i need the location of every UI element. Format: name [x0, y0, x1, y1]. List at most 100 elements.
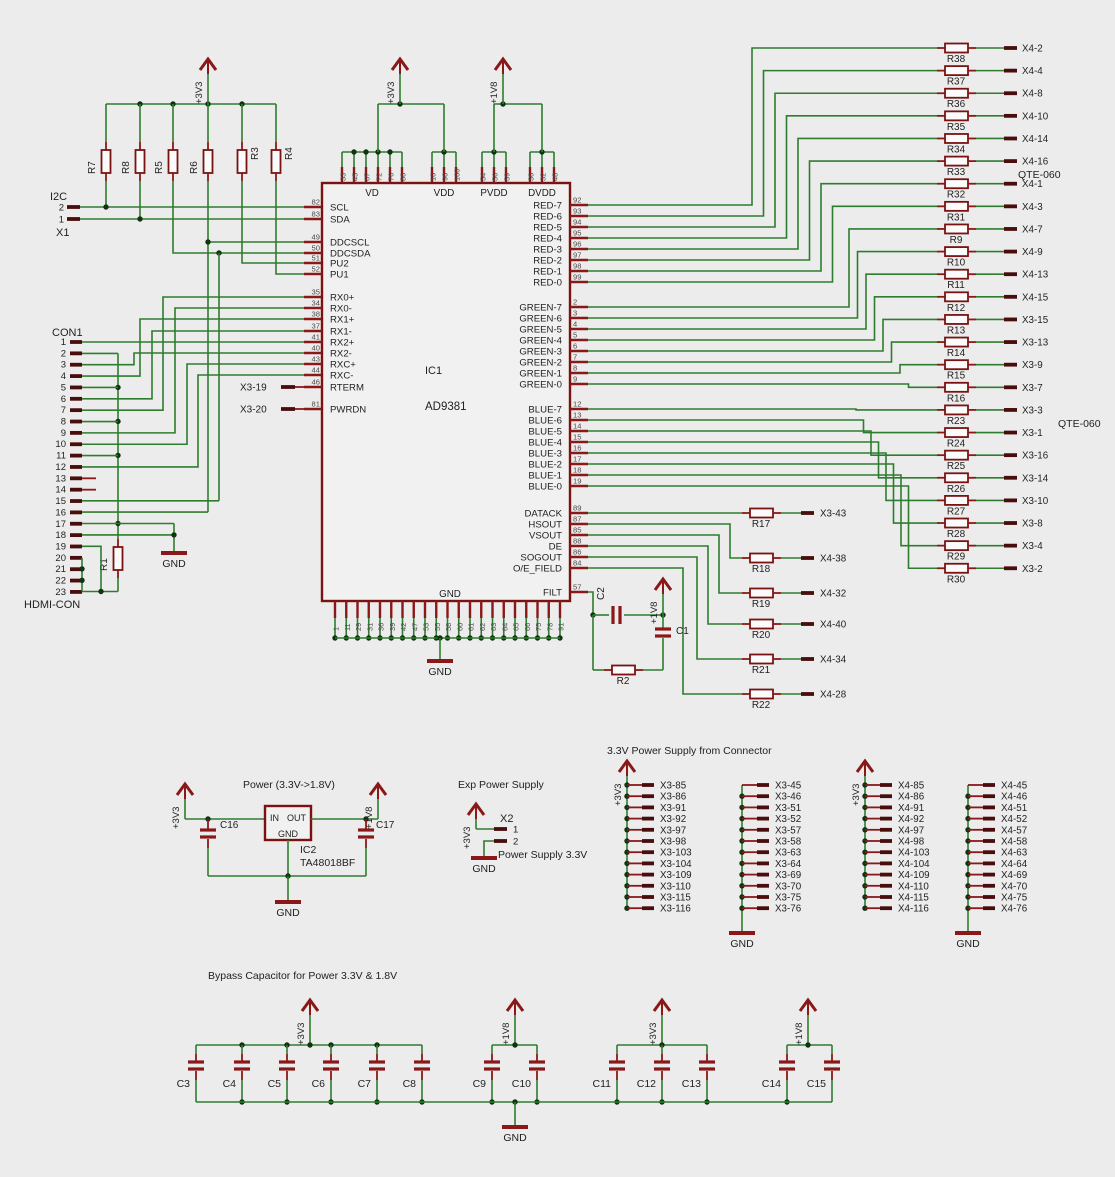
capacitor-ref: C12: [637, 1078, 656, 1090]
ic-pin-name: PWRDN: [330, 405, 366, 416]
power-arrow-icon: [855, 758, 875, 773]
ic-pin-name: SOGOUT: [520, 553, 562, 564]
power-arrow-icon: [505, 997, 525, 1012]
ic-pin-number: 38: [312, 310, 320, 319]
x1-label: X1: [56, 227, 69, 239]
net-target-label: X3-1: [1022, 428, 1043, 439]
ic-pin-number: 93: [573, 207, 581, 216]
x2-pin-number: 2: [513, 837, 518, 848]
wire: [588, 452, 937, 502]
net-target-label: X4-1: [1022, 179, 1043, 190]
net-source-label: X3-19: [240, 383, 267, 394]
wire: [588, 341, 937, 363]
ic-pin-name: BLUE-3: [528, 449, 562, 460]
ic-pin-name: BLUE-0: [528, 482, 562, 493]
power-arrow-icon: [653, 576, 673, 591]
resistor-ref: R21: [752, 665, 771, 676]
power-rail-label: +1V8: [501, 1023, 512, 1045]
ic-pin-name: RTERM: [330, 383, 364, 394]
wire: [82, 352, 304, 366]
connector-pin-label: X3-86: [660, 792, 687, 803]
ic-pin-group-label: PVDD: [480, 188, 507, 199]
ic-pin-number: 84: [573, 559, 581, 568]
power-arrow-icon: [175, 781, 195, 796]
ic-pin-number: 61: [467, 623, 476, 631]
connector-pin-label: X3-109: [660, 870, 692, 881]
ic-pin-name: GREEN-6: [519, 314, 562, 325]
ic-pin-number: 88: [573, 537, 581, 546]
connector-pin-label: X4-46: [1001, 792, 1028, 803]
con1-label: CON1: [52, 327, 83, 339]
con1-pin-number: 1: [61, 337, 66, 348]
wire: [82, 363, 304, 446]
con1-pin-number: 4: [61, 371, 66, 382]
ic-pin-number: 16: [573, 444, 581, 453]
qte-connector-label: QTE-060: [1058, 418, 1101, 430]
connector-pin-label: X3-63: [775, 848, 802, 859]
power-rail-label: +1V8: [364, 807, 375, 829]
resistor-ref: R15: [947, 371, 966, 382]
junction-dot: [387, 149, 393, 155]
wire: [241, 181, 304, 264]
ic-pin-number: 52: [312, 265, 320, 274]
resistor-ref: R9: [950, 235, 963, 246]
hdmi-con-label: HDMI-CON: [24, 599, 80, 611]
capacitor-ref: C17: [376, 820, 395, 831]
con1-pin-number: 18: [55, 530, 66, 541]
capacitor-ref: C8: [403, 1078, 417, 1090]
ic-pin-number: 30: [527, 173, 536, 181]
capacitor-ref: C9: [473, 1078, 487, 1090]
net-target-label: X3-10: [1022, 496, 1049, 507]
ic-pin-number: 90: [441, 173, 450, 181]
capacitor-ref: C10: [512, 1078, 531, 1090]
net-target-label: X3-9: [1022, 360, 1043, 371]
power-arrow-icon: [617, 758, 637, 773]
connector-pin-label: X4-103: [898, 848, 930, 859]
resistor-ref: R37: [947, 77, 966, 88]
capacitor-ref: C16: [220, 820, 239, 831]
resistor-R8: [134, 149, 146, 174]
con1-pin-number: 6: [61, 394, 66, 405]
ic-pin-name: RED-5: [533, 223, 562, 234]
ic-pin-name: HSOUT: [528, 520, 562, 531]
connector-pin-label: X4-75: [1001, 893, 1028, 904]
resistor-ref: R22: [752, 700, 771, 711]
resistor-R15: [944, 359, 969, 371]
connector-pin-label: X4-86: [898, 792, 925, 803]
ic-pin-number: 33: [339, 173, 348, 181]
connector-pin-label: X3-70: [775, 881, 802, 892]
con1-pin-number: 2: [61, 348, 66, 359]
ic-pin-number: 55: [433, 623, 442, 631]
resistor-R11: [944, 268, 969, 280]
ic-pin-name: RXC+: [330, 360, 356, 371]
net-target-label: X4-28: [820, 690, 847, 701]
note-label: Power Supply 3.3V: [498, 849, 587, 861]
resistor-R29: [944, 540, 969, 552]
capacitor-ref: C11: [593, 1078, 612, 1090]
resistor-ref: R12: [947, 303, 966, 314]
wire: [588, 250, 937, 319]
ic-pin-group-label: DVDD: [528, 188, 556, 199]
power-rail-label: +3V3: [171, 807, 182, 829]
ic-pin-number: 18: [573, 466, 581, 475]
ic-pin-number: 46: [312, 378, 320, 387]
capacitor-ref: C3: [177, 1078, 191, 1090]
gnd-label: GND: [472, 863, 496, 875]
con1-pin-number: 16: [55, 507, 66, 518]
resistor-R2: [611, 664, 636, 676]
power-arrow-icon: [368, 781, 388, 796]
wire: [588, 47, 937, 206]
connector-pin-label: X3-76: [775, 904, 802, 915]
ic-pin-name: RED-4: [533, 234, 562, 245]
con1-pin-number: 19: [55, 541, 66, 552]
ic-pin-number: 9: [573, 375, 577, 384]
connector-pin-label: X4-57: [1001, 825, 1027, 836]
power-rail-label: +1V8: [489, 82, 500, 104]
net-target-label: X4-34: [820, 655, 847, 666]
wire: [588, 205, 937, 283]
junction-dot: [79, 566, 85, 572]
wire: [588, 408, 937, 411]
con1-pin-number: 3: [61, 360, 66, 371]
wire: [588, 115, 937, 239]
resistor-R13: [944, 314, 969, 325]
